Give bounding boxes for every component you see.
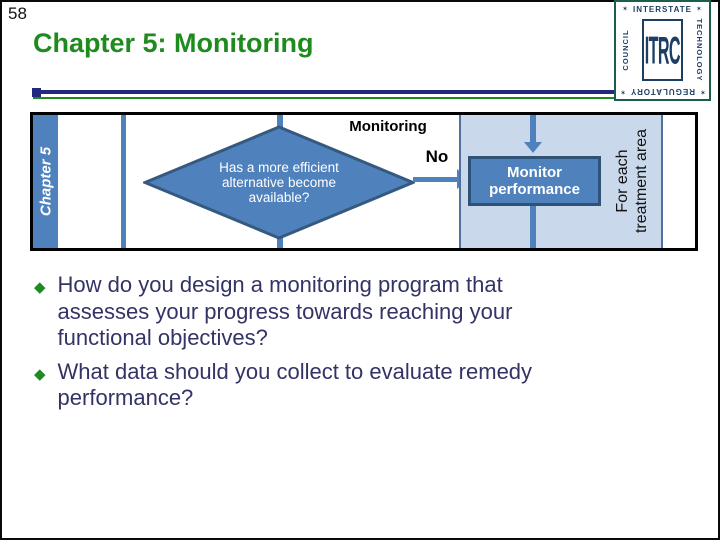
logo-acronym: ITRC: [644, 26, 681, 72]
down-arrow-shaft: [530, 115, 536, 142]
logo-word-bottom: ✶ REGULATORY ✶: [616, 86, 709, 98]
star-icon: ✶: [698, 88, 706, 95]
itrc-logo: ✶ INTERSTATE ✶ ✶ REGULATORY ✶ COUNCIL TE…: [614, 0, 711, 101]
connector-stub-top: [277, 115, 283, 127]
flowchart-strip: Chapter 5 Has a more efficient alternati…: [30, 112, 698, 251]
logo-word-left: COUNCIL: [620, 15, 630, 85]
bullet-text: How do you design a monitoring program t…: [57, 272, 513, 350]
down-arrow-icon: [524, 142, 542, 153]
chapter-sidebar-label: Chapter 5: [37, 146, 54, 217]
bullet-list: ◆ How do you design a monitoring program…: [34, 272, 654, 419]
diamond-bullet-icon: ◆: [34, 278, 46, 296]
edge-label-no: No: [425, 147, 449, 166]
slide-number: 58: [8, 4, 27, 23]
decision-diamond: [143, 125, 415, 240]
list-item: ◆ How do you design a monitoring program…: [34, 272, 654, 352]
connector-line-below-box: [530, 206, 536, 248]
logo-left-label: COUNCIL: [620, 29, 630, 71]
connector-line-vertical: [121, 115, 126, 248]
list-item: ◆ What data should you collect to evalua…: [34, 359, 654, 412]
connector-stub-bottom: [277, 235, 283, 248]
process-box: Monitor performance: [468, 156, 601, 206]
logo-word-right: TECHNOLOGY: [695, 15, 705, 85]
star-icon: ✶: [622, 6, 629, 13]
logo-word-top: ✶ INTERSTATE ✶: [616, 3, 709, 15]
logo-top-label: INTERSTATE: [632, 4, 693, 14]
star-icon: ✶: [696, 6, 703, 13]
divider-line-navy: [33, 90, 614, 94]
logo-right-label: TECHNOLOGY: [695, 18, 705, 82]
decision-diamond-label: Has a more efficient alternative become …: [219, 159, 339, 206]
logo-acronym-box: ITRC: [642, 19, 683, 81]
logo-bottom-label: REGULATORY: [630, 87, 695, 97]
treatment-area-label: For each treatment area: [613, 128, 650, 234]
star-icon: ✶: [619, 88, 627, 95]
stage-label: Monitoring: [349, 118, 427, 135]
divider-line-green: [33, 97, 614, 99]
right-arrow-shaft: [413, 177, 459, 182]
bullet-text: What data should you collect to evaluate…: [57, 358, 533, 411]
diamond-bullet-icon: ◆: [34, 364, 46, 383]
chapter-sidebar: Chapter 5: [33, 115, 58, 248]
page-title: Chapter 5: Monitoring: [33, 28, 314, 58]
